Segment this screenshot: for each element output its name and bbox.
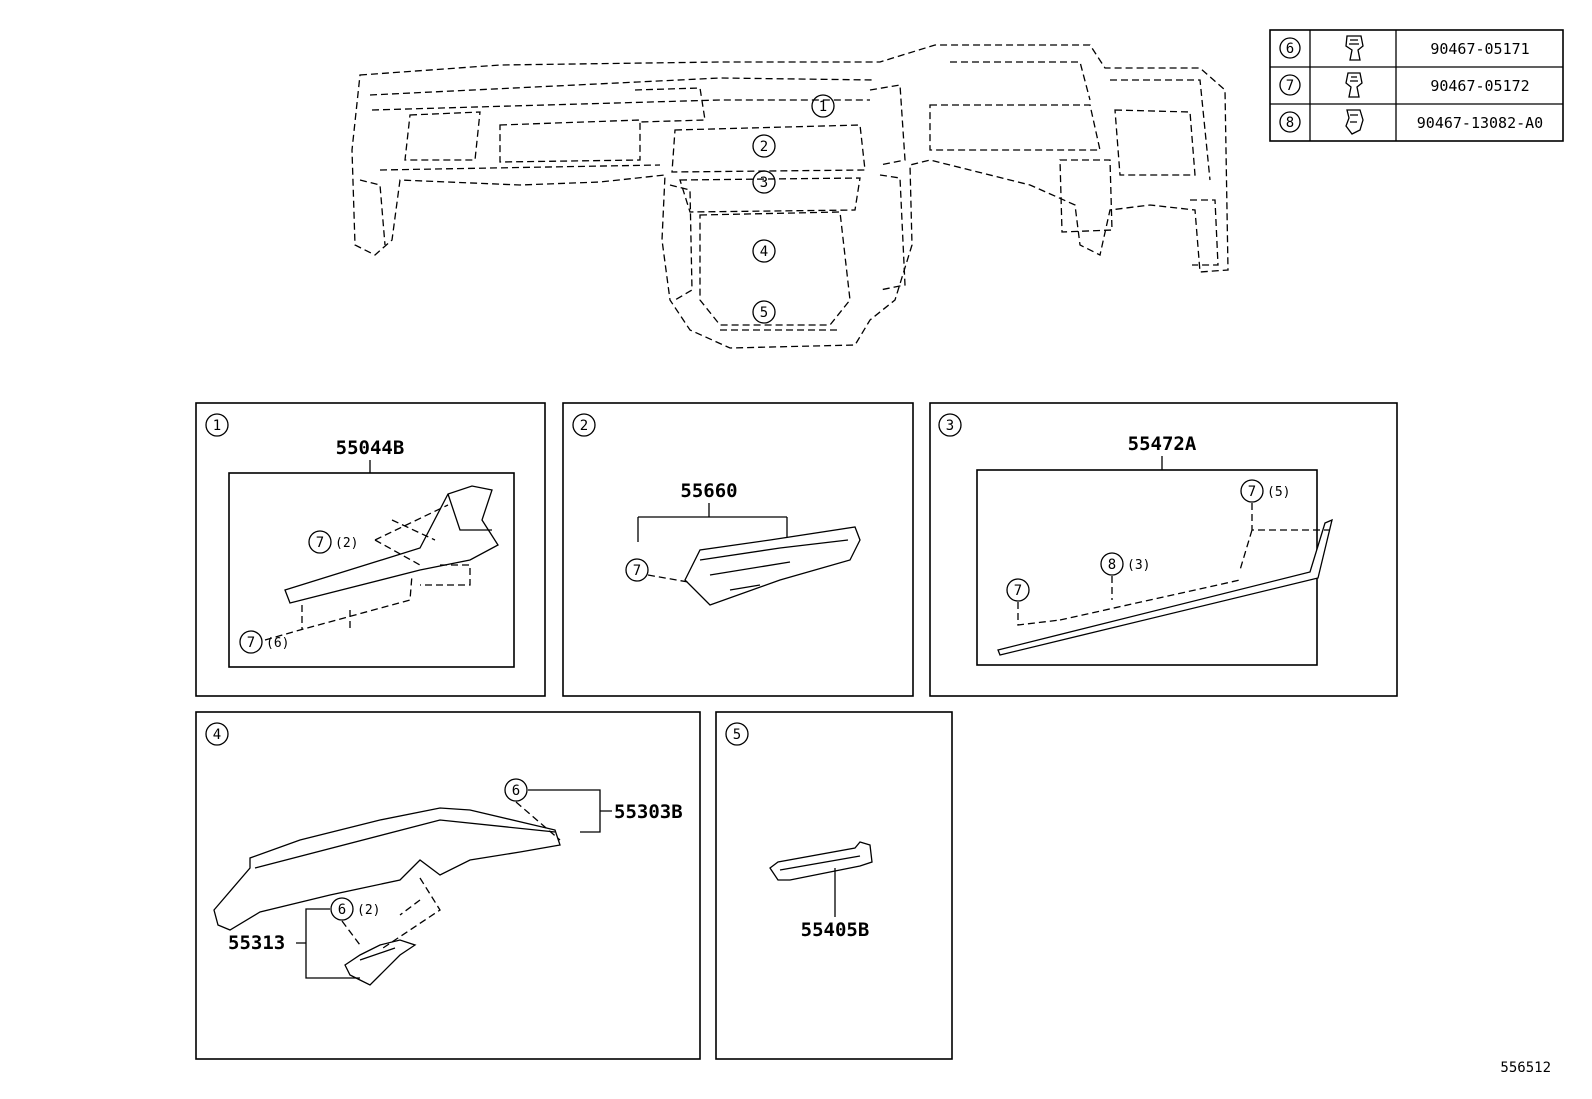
diagram-reference-number: 556512 — [1500, 1060, 1551, 1076]
svg-text:90467-05172: 90467-05172 — [1430, 77, 1529, 95]
part-number-label: 55303B — [614, 801, 683, 823]
dashboard-frame-overview — [351, 44, 1229, 349]
svg-text:6: 6 — [512, 783, 520, 799]
part-number-label: 55472A — [1128, 433, 1197, 455]
svg-text:7: 7 — [1248, 484, 1256, 500]
svg-text:(6): (6) — [266, 636, 289, 651]
detail-panel-1: 1 55044B 7 (2) 7 (6) — [195, 402, 546, 697]
svg-text:7: 7 — [247, 635, 255, 651]
svg-text:8: 8 — [1286, 115, 1294, 131]
svg-text:3: 3 — [760, 175, 768, 191]
svg-text:7: 7 — [1286, 78, 1294, 94]
detail-panel-5: 5 55405B — [715, 711, 953, 1060]
svg-text:5: 5 — [733, 727, 741, 743]
clip-fastener-icon — [1345, 72, 1363, 98]
table-row: 6 90467-05171 — [1279, 35, 1530, 61]
svg-text:3: 3 — [946, 418, 954, 434]
svg-text:7: 7 — [633, 563, 641, 579]
part-number-label: 55313 — [228, 932, 285, 954]
svg-text:1: 1 — [819, 99, 827, 115]
svg-text:(2): (2) — [357, 903, 380, 918]
detail-panel-3: 3 55472A 7 (5) 8 (3) 7 — [929, 402, 1398, 697]
svg-text:(5): (5) — [1267, 485, 1290, 500]
svg-text:8: 8 — [1108, 557, 1116, 573]
table-row: 8 90467-13082-A0 — [1279, 109, 1543, 135]
part-number-label: 55660 — [680, 480, 737, 502]
overview-callout-5: 5 — [752, 300, 776, 324]
detail-panel-2: 2 55660 7 — [562, 402, 914, 697]
svg-text:6: 6 — [338, 902, 346, 918]
svg-text:2: 2 — [760, 139, 768, 155]
svg-text:2: 2 — [580, 418, 588, 434]
svg-text:6: 6 — [1286, 41, 1294, 57]
svg-text:90467-05171: 90467-05171 — [1430, 40, 1529, 58]
part-number-label: 55405B — [801, 919, 870, 941]
overview-callout-2: 2 — [752, 134, 776, 158]
clip-fastener-icon — [1345, 35, 1364, 61]
svg-text:90467-13082-A0: 90467-13082-A0 — [1417, 114, 1543, 132]
overview-callout-3: 3 — [752, 170, 776, 194]
svg-text:4: 4 — [760, 244, 768, 260]
svg-text:5: 5 — [760, 305, 768, 321]
svg-text:7: 7 — [316, 535, 324, 551]
svg-text:7: 7 — [1014, 583, 1022, 599]
svg-text:1: 1 — [213, 418, 221, 434]
overview-callout-4: 4 — [752, 239, 776, 263]
part-number-label: 55044B — [336, 437, 405, 459]
svg-text:(3): (3) — [1127, 558, 1150, 573]
overview-callout-1: 1 — [811, 94, 835, 118]
detail-panel-4: 4 6 55303B 6 (2) 55313 — [195, 711, 701, 1060]
fastener-table: 6 90467-05171 7 90467-05172 8 90467-13 — [1269, 29, 1564, 142]
clip-fastener-icon — [1345, 109, 1364, 135]
svg-text:4: 4 — [213, 727, 221, 743]
table-row: 7 90467-05172 — [1279, 72, 1530, 98]
svg-text:(2): (2) — [335, 536, 358, 551]
